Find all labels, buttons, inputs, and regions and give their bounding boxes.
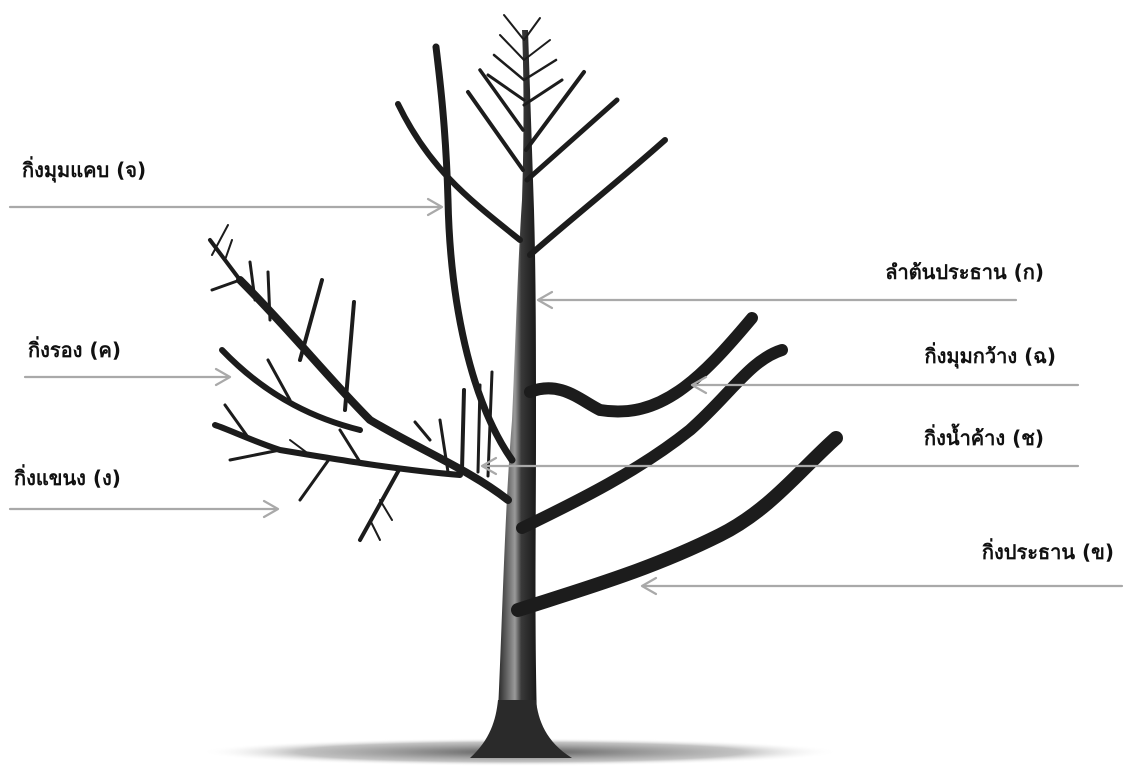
label-water-sprout: กิ่งน้ำค้าง (ช) [924,428,1044,448]
arrow-water-sprout [482,458,1078,474]
arrow-lateral-branch [10,501,278,517]
label-lateral-branch: กิ่งแขนง (ง) [14,468,121,488]
arrow-narrow-angle-branch [10,199,442,215]
arrow-main-branch [642,578,1122,594]
trunk-flare [470,700,572,758]
label-secondary-branch: กิ่งรอง (ค) [28,340,121,360]
left-branch-system [210,225,508,540]
arrow-wide-angle-branch [692,377,1078,393]
top-crown-branches [468,15,617,180]
main-branch-lower [518,438,836,610]
label-wide-angle-branch: กิ่งมุมกว้าง (ฉ) [925,346,1056,366]
label-main-branch: กิ่งประธาน (ข) [982,542,1114,562]
label-narrow-angle-branch: กิ่งมุมแคบ (จ) [22,160,146,180]
arrow-secondary-branch [25,369,230,385]
arrow-main-trunk [538,292,1016,308]
label-main-trunk: ลำต้นประธาน (ก) [885,262,1044,282]
main-branch-upper [522,350,782,528]
